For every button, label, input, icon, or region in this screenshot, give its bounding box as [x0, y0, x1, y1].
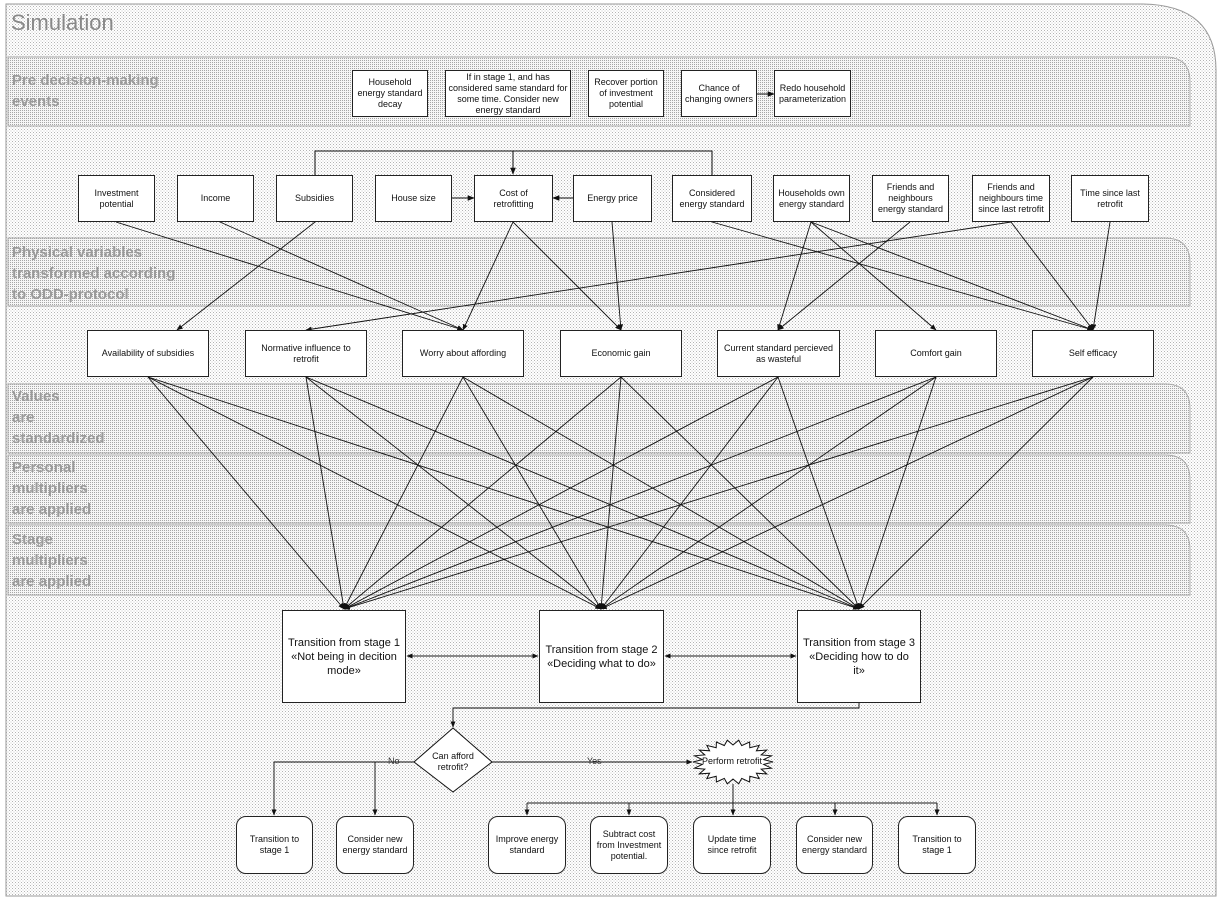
- edge-econ-to-stage2: [598, 376, 622, 610]
- node-availability-subsidies: Availability of subsidies: [87, 330, 209, 377]
- node-subtract-cost: Subtract cost from Investment potential.: [590, 816, 668, 874]
- node-own-standard: Households own energy standard: [773, 175, 850, 222]
- edge-comfort-to-stage1: [343, 376, 937, 610]
- edge-subsidies-to-avail: [176, 221, 316, 331]
- node-worry-affording: Worry about affording: [402, 330, 524, 377]
- edge-friendstime-to-normative: [305, 221, 1012, 332]
- node-transition-stage2: Transition from stage 2 «Deciding what t…: [539, 610, 664, 703]
- edge-energy-to-econ: [611, 221, 624, 331]
- node-stage1-consider: If in stage 1, and has considered same s…: [445, 70, 571, 117]
- node-considered-standard: Considered energy standard: [672, 175, 752, 222]
- edge-considered-to-efficacy: [711, 221, 1094, 331]
- node-no-consider-standard: Consider new energy standard: [336, 816, 414, 874]
- node-self-efficacy: Self efficacy: [1032, 330, 1154, 377]
- edge-no-to-transition: [271, 761, 414, 816]
- band-label-stage: Stage multipliers are applied: [12, 531, 92, 590]
- edge-own-to-efficacy: [810, 221, 1094, 331]
- band-physical: [7, 237, 1191, 307]
- edge-efficacy-to-stage1: [343, 376, 1094, 610]
- edge-normative-to-stage2: [305, 376, 602, 610]
- band-label-values: Values are standardized: [12, 388, 105, 447]
- node-transition-stage3: Transition from stage 3 «Deciding how to…: [797, 610, 921, 703]
- node-standard-wasteful: Current standard percieved as wasteful: [717, 330, 840, 377]
- node-redo-parameterization: Redo household parameterization: [774, 70, 851, 117]
- node-update-time: Update time since retrofit: [693, 816, 771, 874]
- edge-label-yes: Yes: [587, 756, 602, 766]
- node-friends-standard: Friends and neighbours energy standard: [872, 175, 949, 222]
- edges-layer: [115, 221, 1111, 816]
- edge-label-no: No: [388, 756, 400, 766]
- edge-friends-to-wasteful: [777, 221, 911, 331]
- edge-comfort-to-stage2: [600, 376, 937, 610]
- edge-invest-to-worry: [115, 221, 464, 331]
- edge-stage3-to-decision: [450, 703, 860, 728]
- edge-wasteful-to-stage3: [777, 376, 860, 610]
- node-income: Income: [177, 175, 254, 222]
- band-label-pre: Pre decision-making events: [12, 72, 159, 110]
- node-friends-time: Friends and neighbours time since last r…: [972, 175, 1050, 222]
- node-energy-decay: Household energy standard decay: [352, 70, 428, 117]
- band-stage: [7, 524, 1191, 596]
- band-label-physical: Physical variables transformed according…: [12, 244, 176, 303]
- simulation-title: Simulation: [11, 10, 114, 35]
- edge-worry-to-stage2: [462, 376, 602, 610]
- edge-wasteful-to-stage1: [343, 376, 779, 610]
- edge-own-to-wasteful: [777, 221, 812, 331]
- edge-efficacy-to-stage2: [600, 376, 1094, 610]
- band-personal: [7, 454, 1191, 524]
- edge-timesince-to-efficacy: [1091, 221, 1111, 331]
- node-comfort-gain: Comfort gain: [875, 330, 997, 377]
- edge-wasteful-to-stage2: [600, 376, 779, 610]
- edge-avail-to-stage2: [147, 376, 602, 610]
- edge-efficacy-to-stage3: [858, 376, 1094, 610]
- node-no-transition-stage1: Transition to stage 1: [236, 816, 313, 874]
- band-values: [7, 383, 1191, 454]
- node-cost-retrofitting: Cost of retrofitting: [474, 175, 553, 222]
- edge-cost-to-worry: [462, 221, 514, 331]
- edge-friendstime-to-efficacy: [1010, 221, 1094, 331]
- perform-retrofit-burst: [692, 739, 774, 785]
- edge-avail-to-stage3: [147, 376, 860, 610]
- node-investment-potential: Investment potential: [78, 175, 155, 222]
- node-energy-price: Energy price: [573, 175, 652, 222]
- decision-question: Can afford retrofit?: [432, 751, 474, 772]
- node-changing-owners: Chance of changing owners: [681, 70, 757, 117]
- edge-cost-to-econ: [512, 221, 622, 331]
- edge-normative-to-stage3: [305, 376, 860, 610]
- edge-comfort-to-stage3: [858, 376, 937, 610]
- node-time-since-retrofit: Time since last retrofit: [1071, 175, 1149, 222]
- node-economic-gain: Economic gain: [560, 330, 682, 377]
- node-subsidies: Subsidies: [276, 175, 353, 222]
- can-afford-diamond: [413, 727, 493, 793]
- node-house-size: House size: [375, 175, 452, 222]
- node-normative-influence: Normative influence to retrofit: [245, 330, 367, 377]
- node-yes-transition-stage1: Transition to stage 1: [898, 816, 976, 874]
- edge-econ-to-stage1: [343, 376, 622, 610]
- band-label-personal: Personal multipliers are applied: [12, 459, 92, 518]
- edge-normative-to-stage1: [305, 376, 346, 610]
- node-recover-investment: Recover portion of investment potential: [588, 70, 664, 117]
- node-improve-standard: Improve energy standard: [488, 816, 566, 874]
- perform-retrofit-label: Perform retrofit: [701, 756, 762, 766]
- edge-worry-to-stage3: [462, 376, 860, 610]
- node-yes-consider-standard: Consider new energy standard: [796, 816, 873, 874]
- edge-worry-to-stage1: [343, 376, 464, 610]
- edge-econ-to-stage3: [620, 376, 860, 610]
- edge-avail-to-stage1: [147, 376, 345, 610]
- node-transition-stage1: Transition from stage 1 «Not being in de…: [282, 610, 406, 703]
- edge-own-to-comfort: [810, 221, 937, 331]
